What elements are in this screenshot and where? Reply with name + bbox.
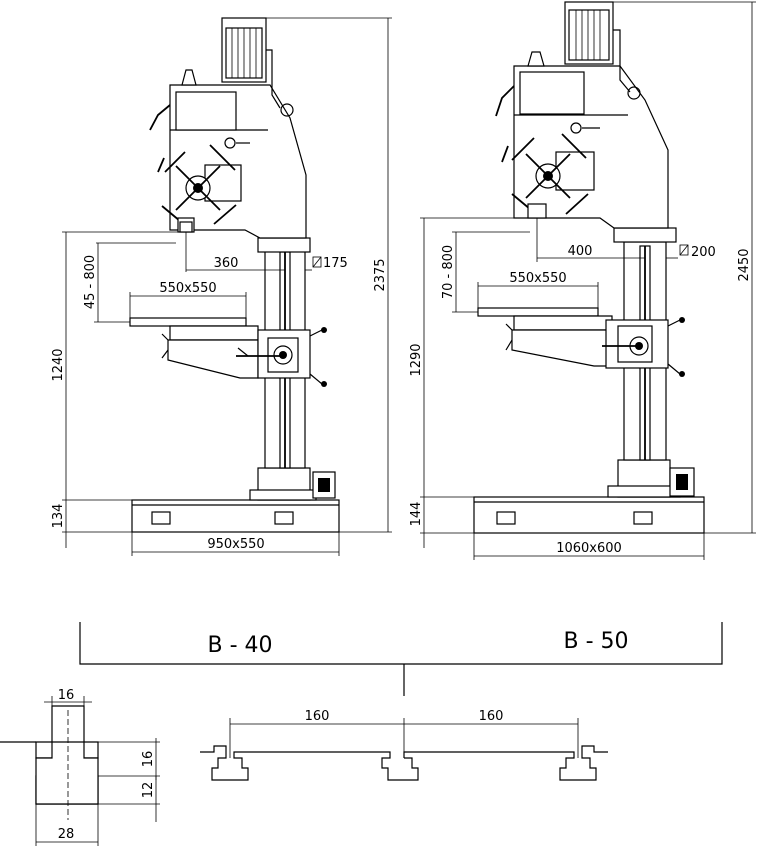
worktable-b40 (129, 317, 247, 327)
dim-overall-height-b50: 2450 (737, 248, 752, 281)
dim-table-size-b40: 550x550 (159, 281, 216, 296)
dim-base-height-b40: 134 (51, 504, 66, 529)
dim-column-reach-b40: 360 (214, 256, 239, 271)
dim-slot-foot-height: 12 (141, 782, 156, 799)
dim-slot-spacing-1: 160 (305, 709, 330, 724)
dim-column-diameter-b50: 200 (691, 245, 716, 260)
dim-table-travel-b50: 70 - 800 (441, 245, 456, 299)
base-foot (151, 511, 171, 525)
dim-base-size-b40: 950x550 (207, 537, 264, 552)
dim-base-height-b50: 144 (409, 502, 424, 527)
dimensions-b50: 2450 1290 144 70 - 800 550x550 400 200 1… (409, 1, 756, 560)
worktable-b50 (477, 307, 599, 317)
drill-machine-b50 (473, 1, 705, 534)
dim-slot-spacing-2: 160 (479, 709, 504, 724)
dim-spindle-floor-b40: 1240 (51, 348, 66, 381)
base-foot (274, 511, 294, 525)
base-foot (496, 511, 516, 525)
dim-base-size-b50: 1060x600 (556, 541, 622, 556)
base-foot (633, 511, 653, 525)
t-slot-profile: 16 16 12 28 (0, 688, 160, 846)
table-slot-section: 160 160 (200, 709, 608, 781)
dim-column-diameter-b40: 175 (323, 256, 348, 271)
dim-spindle-floor-b50: 1290 (409, 343, 424, 376)
table-arm (511, 329, 613, 367)
dim-table-size-b50: 550x550 (509, 271, 566, 286)
dim-slot-top-width: 16 (58, 688, 75, 703)
drill-machine-b40 (129, 17, 340, 533)
dim-column-reach-b50: 400 (568, 244, 593, 259)
model-brace: B - 40 B - 50 (79, 622, 723, 696)
dim-table-travel-b40: 45 - 800 (83, 255, 98, 309)
dim-slot-neck-height: 16 (141, 751, 156, 768)
dim-slot-bottom-width: 28 (58, 827, 75, 842)
dim-overall-height-b40: 2375 (373, 258, 388, 291)
table-arm (167, 339, 259, 379)
dimensions-b40: 2375 1240 134 45 - 800 550x550 360 175 9… (51, 17, 392, 556)
model-label-b40: B - 40 (207, 633, 272, 658)
model-label-b50: B - 50 (563, 629, 628, 654)
